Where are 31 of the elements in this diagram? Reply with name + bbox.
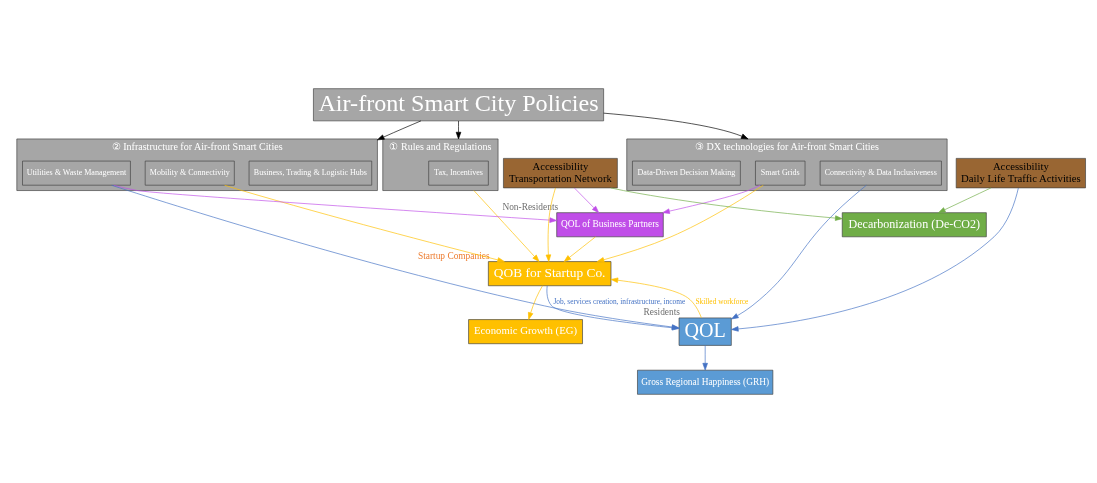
arrow	[662, 184, 761, 214]
node-box: Gross Regional Happiness (GRH)	[637, 369, 774, 395]
node-label: Startup Companies	[417, 251, 490, 262]
edge-label: Job, services creation, infrastructure, income	[553, 296, 686, 306]
arrow	[113, 184, 557, 223]
arrow	[545, 187, 556, 262]
arrow	[455, 120, 462, 140]
node-box: Accessibility Transportation Network	[503, 158, 618, 189]
arrow	[603, 112, 749, 140]
arrow	[938, 187, 992, 213]
arrow	[610, 187, 843, 221]
arrow	[377, 120, 422, 141]
node-box: QOL	[678, 317, 732, 346]
arrow	[596, 184, 764, 263]
arrow	[731, 184, 867, 320]
arrow	[731, 187, 1019, 332]
node-box: Air-front Smart City Policies	[313, 88, 604, 122]
arrow	[528, 285, 543, 320]
node-box: Economic Growth (EG)	[468, 319, 583, 345]
node-box: Decarbonization (De-CO2)	[841, 212, 987, 238]
node-box: QOL of Business Partners	[556, 212, 664, 238]
node-box: Accessibility Daily Life Traffic Activities	[955, 158, 1086, 189]
arrow	[473, 190, 540, 262]
arrow	[702, 345, 708, 371]
node-label: Residents	[643, 307, 680, 318]
arrow	[610, 277, 702, 319]
node-box: QOB for Startup Co.	[488, 261, 612, 287]
arrow	[224, 184, 505, 263]
arrow	[563, 236, 596, 262]
edge-label: Skilled workforce	[695, 296, 749, 306]
arrow	[574, 187, 600, 213]
